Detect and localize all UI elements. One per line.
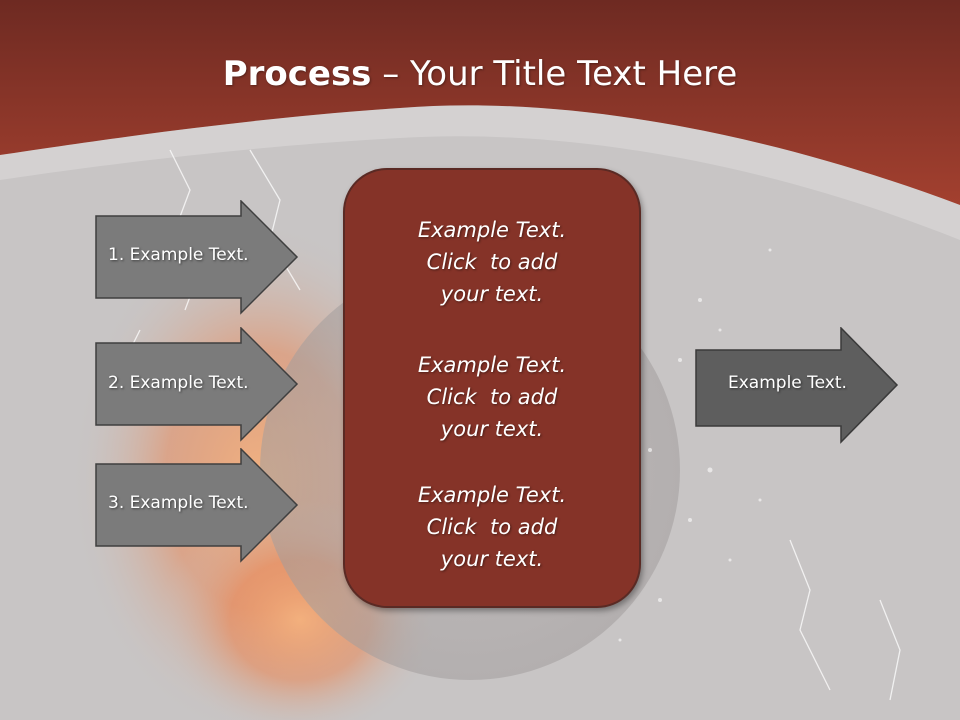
arrow-shape	[95, 200, 299, 315]
para-line: your text.	[440, 417, 544, 441]
para-line: Click to add	[426, 385, 558, 409]
center-paragraph-3: Example Text. Click to add your text.	[345, 479, 639, 575]
para-line: Example Text.	[417, 483, 567, 507]
right-arrow-label: Example Text.	[728, 373, 847, 393]
left-arrow-3-label: 3. Example Text.	[108, 493, 249, 513]
arrow-shape	[695, 327, 899, 444]
center-text-box[interactable]: Example Text. Click to add your text. Ex…	[343, 168, 641, 608]
para-line: your text.	[440, 282, 544, 306]
right-arrow[interactable]: Example Text.	[695, 327, 900, 444]
left-arrow-3[interactable]: 3. Example Text.	[95, 448, 300, 563]
para-line: Click to add	[426, 250, 558, 274]
left-arrow-2[interactable]: 2. Example Text.	[95, 327, 300, 442]
para-line: Example Text.	[417, 218, 567, 242]
arrow-shape	[95, 327, 299, 442]
title-rest: – Your Title Text Here	[371, 54, 738, 94]
center-paragraph-2: Example Text. Click to add your text.	[345, 349, 639, 445]
header-band	[0, 0, 960, 205]
slide-title[interactable]: Process – Your Title Text Here	[0, 52, 960, 96]
para-line: Example Text.	[417, 353, 567, 377]
left-arrow-1-label: 1. Example Text.	[108, 245, 249, 265]
left-arrow-1[interactable]: 1. Example Text.	[95, 200, 300, 315]
left-arrow-2-label: 2. Example Text.	[108, 373, 249, 393]
arrow-shape	[95, 448, 299, 563]
title-bold: Process	[222, 54, 372, 94]
para-line: your text.	[440, 547, 544, 571]
para-line: Click to add	[426, 515, 558, 539]
center-paragraph-1: Example Text. Click to add your text.	[345, 214, 639, 310]
